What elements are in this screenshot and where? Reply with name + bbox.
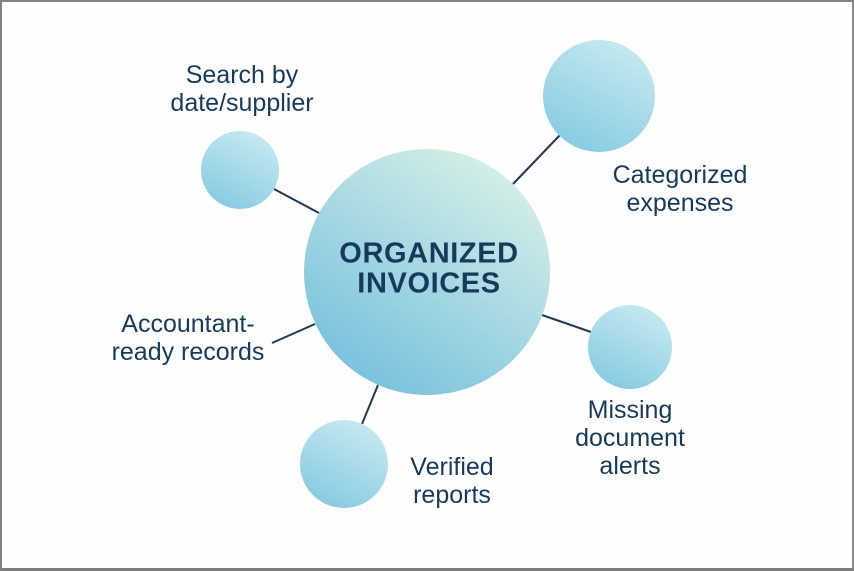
central-node-circle <box>304 149 550 395</box>
label-accountant-ready-records: Accountant- ready records <box>111 310 265 366</box>
connector-categorized-expenses <box>512 134 561 185</box>
label-missing-document-alerts: Missing document alerts <box>575 396 685 480</box>
node-circle-verified-reports <box>300 420 388 508</box>
label-verified-reports: Verified reports <box>410 453 494 509</box>
node-circle-missing-document-alerts <box>588 305 672 389</box>
connector-missing-document-alerts <box>541 314 592 333</box>
node-circle-categorized-expenses <box>543 40 655 152</box>
node-circle-search-by-date-supplier <box>201 131 279 209</box>
connector-accountant-ready-records <box>271 323 316 344</box>
connector-verified-reports <box>361 384 379 425</box>
connector-search-by-date-supplier <box>273 188 320 214</box>
label-categorized-expenses: Categorized expenses <box>612 161 748 217</box>
central-node-label: ORGANIZED INVOICES <box>339 237 519 300</box>
label-search-by-date-supplier: Search by date/supplier <box>170 61 314 117</box>
